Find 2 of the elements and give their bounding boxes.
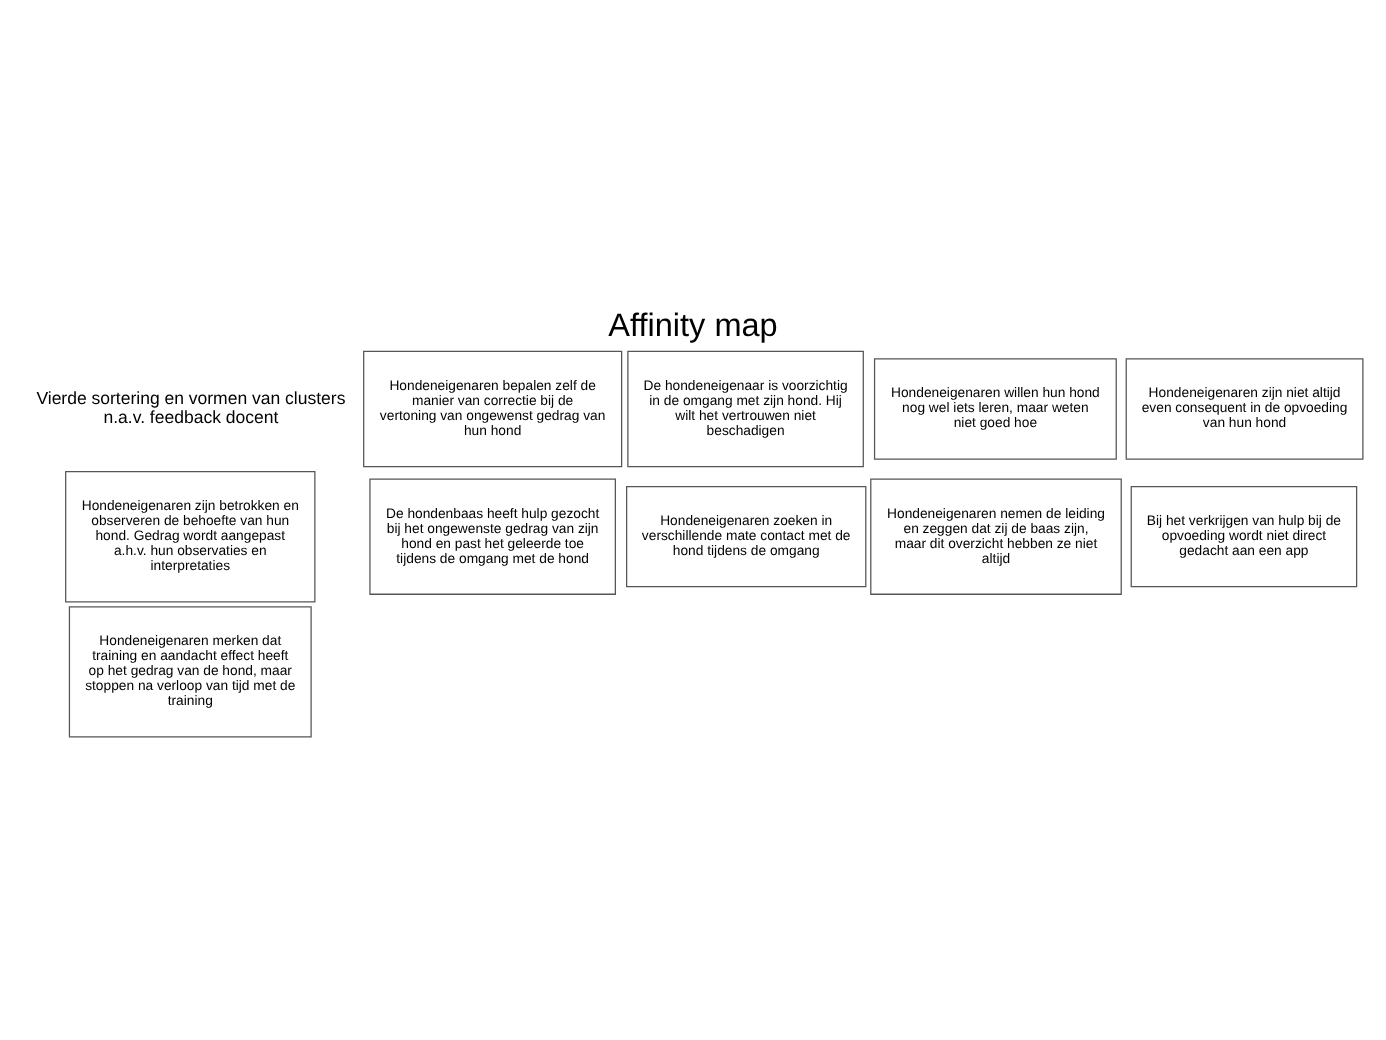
diagram-title: Affinity map [608, 307, 778, 344]
label: Vierde sortering en vormen van clusters n.a.v. feedback docent [36, 387, 346, 426]
